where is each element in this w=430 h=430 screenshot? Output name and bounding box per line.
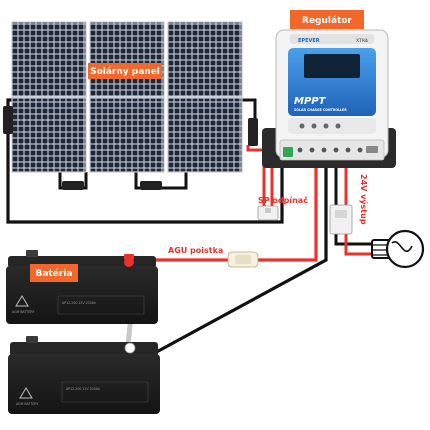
battery-top-terminal-pos-cap <box>124 257 134 267</box>
bulb-filament <box>391 240 413 253</box>
agu-fuse <box>227 251 259 268</box>
battery-top-logo <box>15 295 29 307</box>
controller-top-strip <box>290 34 374 44</box>
tag-battery: Batéria <box>30 264 78 282</box>
controller-button-strip <box>288 118 376 134</box>
solar-panel-1 <box>11 21 87 98</box>
battery-top-terminal-neg <box>26 250 38 257</box>
battery-bottom-lid <box>10 342 158 356</box>
battery-bottom-terminal-neg <box>26 336 38 343</box>
mc4-connector-left <box>3 106 13 134</box>
black-wire-output-to-bulb <box>334 232 385 246</box>
battery-top-label-strip <box>57 295 145 315</box>
bulb-glass <box>385 229 425 269</box>
controller-button-1[interactable] <box>299 123 305 129</box>
controller-lcd-screen <box>304 54 360 78</box>
battery-top-model: AP12-200 12V 200Ah <box>62 301 96 305</box>
controller-terminal-screws <box>297 147 363 153</box>
battery-bottom-terminal-pos <box>124 342 136 354</box>
controller-mppt-label: MPPT <box>294 96 327 107</box>
charge-controller: EPEVER XTRA MPPT SOLAR CHARGE CONTROLLER <box>262 29 396 168</box>
battery-bottom-label-strip <box>61 381 149 403</box>
controller-green-connector <box>283 147 293 157</box>
breaker-label: SP odpínač <box>258 195 308 205</box>
controller-button-4[interactable] <box>335 123 341 129</box>
red-wire-panel-to-breaker <box>246 145 266 210</box>
output-fuse-holder <box>329 204 353 235</box>
black-wire-battery-to-controller <box>137 168 328 364</box>
black-wire-panel-to-controller <box>6 98 284 224</box>
solar-panel-array <box>11 21 243 173</box>
controller-usb-port <box>366 146 378 153</box>
tag-solar-panel: Solárny panel <box>88 63 162 79</box>
solar-panel-3 <box>167 21 243 98</box>
mc4-connector-right <box>248 118 258 146</box>
solar-panel-5 <box>89 97 165 173</box>
battery-top: AGM BATTERY AP12-200 12V 200Ah <box>6 250 158 324</box>
solar-panel-4 <box>11 97 87 173</box>
light-bulb <box>371 229 425 269</box>
agu-fuse-glass <box>235 255 251 264</box>
mc4-connectors <box>3 106 258 190</box>
battery-bottom-model: AP12-200 12V 200Ah <box>66 387 100 391</box>
solar-panel-2 <box>89 21 165 98</box>
battery-top-brand: AGM BATTERY <box>12 310 34 314</box>
controller-brand: EPEVER <box>298 38 320 44</box>
output-fuse-window <box>335 210 347 218</box>
battery-label: Batéria <box>36 268 73 279</box>
breaker-switch[interactable] <box>265 208 271 213</box>
battery-top-body <box>6 266 158 324</box>
output-label: 24V výstup <box>359 174 368 225</box>
controller-button-3[interactable] <box>323 123 329 129</box>
battery-bottom: AGM BATTERY AP12-200 12V 200Ah <box>8 336 160 414</box>
solar-panel-6 <box>167 97 243 173</box>
mc4-connector-bottom-2 <box>140 181 162 190</box>
battery-bottom-body <box>8 354 160 414</box>
battery-bottom-brand: AGM BATTERY <box>16 402 38 406</box>
controller-subtitle: SOLAR CHARGE CONTROLLER <box>294 108 347 112</box>
fuse-label: AGU poistka <box>168 246 223 255</box>
battery-bottom-logo <box>19 387 33 399</box>
output-fuse-body <box>329 204 353 235</box>
solar-panel-label: Solárny panel <box>90 67 160 77</box>
controller-button-2[interactable] <box>311 123 317 129</box>
pv-breaker <box>257 205 279 221</box>
red-wire-battery-to-controller <box>130 168 318 262</box>
controller-model: XTRA <box>356 38 369 43</box>
mc4-connector-bottom-1 <box>62 181 84 190</box>
controller-terminal-block <box>279 139 385 161</box>
regulator-label: Regulátor <box>302 16 353 26</box>
black-wire-panel-right <box>240 98 257 120</box>
tag-regulator: Regulátor <box>290 10 364 29</box>
